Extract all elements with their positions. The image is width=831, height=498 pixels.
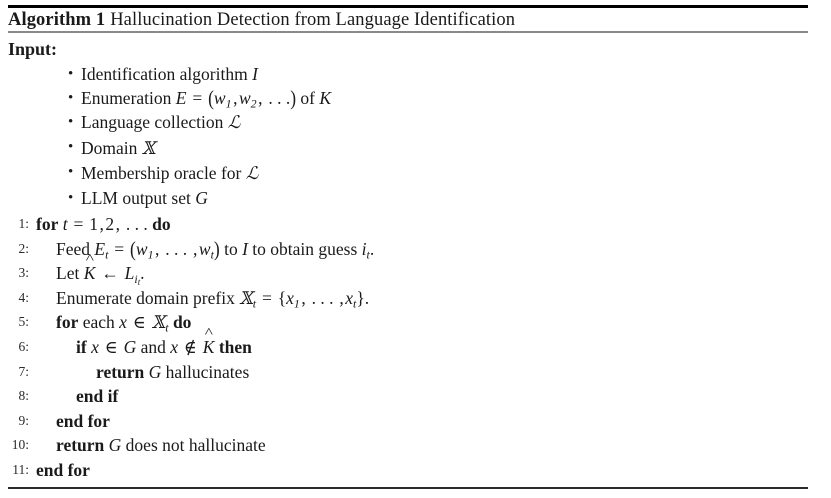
header-rule bbox=[8, 31, 808, 33]
step-number: 3: bbox=[18, 265, 29, 281]
list-item: LLM output set G bbox=[68, 186, 331, 210]
input-item-text: Domain 𝕏 bbox=[81, 137, 156, 159]
input-item-text: Membership oracle for ℒ bbox=[81, 162, 259, 184]
list-item: Language collection ℒ bbox=[68, 110, 331, 135]
algorithm-title: Hallucination Detection from Language Id… bbox=[110, 10, 516, 30]
algorithm-step: 3: Let K ← Lit. bbox=[0, 261, 831, 286]
algorithm-step: 2: Feed Et = (w1, . . . ,wt) to I to obt… bbox=[0, 237, 831, 262]
input-heading: Input: bbox=[8, 39, 58, 59]
step-number: 8: bbox=[18, 388, 29, 404]
step-body: return G does not hallucinate bbox=[56, 435, 266, 456]
step-body: Feed Et = (w1, . . . ,wt) to I to obtain… bbox=[56, 236, 375, 261]
step-body: end for bbox=[56, 410, 110, 431]
input-item-text: Identification algorithm I bbox=[81, 64, 258, 84]
algorithm-step: 1: for t = 1,2, . . . do bbox=[0, 212, 831, 237]
step-body: for each x ∈ 𝕏t do bbox=[56, 312, 192, 335]
input-item-text: Language collection ℒ bbox=[81, 112, 241, 134]
algorithm-step: 6: if x ∈ G and x ∉ K then bbox=[0, 335, 831, 360]
step-number: 10: bbox=[11, 437, 29, 453]
step-body: for t = 1,2, . . . do bbox=[36, 214, 171, 234]
step-number: 4: bbox=[18, 289, 29, 305]
step-body: Enumerate domain prefix 𝕏t = {x1, . . . … bbox=[56, 287, 370, 311]
step-body: end for bbox=[36, 459, 90, 480]
list-item: Domain 𝕏 bbox=[68, 135, 331, 161]
step-body: return G hallucinates bbox=[96, 361, 250, 382]
input-item-text: LLM output set G bbox=[81, 188, 208, 209]
algorithm-step: 8: end if bbox=[0, 384, 831, 409]
step-number: 7: bbox=[18, 363, 29, 379]
top-rule bbox=[8, 5, 808, 8]
algorithm-step: 4: Enumerate domain prefix 𝕏t = {x1, . .… bbox=[0, 286, 831, 311]
list-item: Membership oracle for ℒ bbox=[68, 160, 331, 186]
input-list: Identification algorithm I Enumeration E… bbox=[68, 61, 331, 210]
list-item: Identification algorithm I bbox=[68, 61, 331, 86]
algorithm-label: Algorithm 1 bbox=[8, 10, 106, 30]
algorithm-step: 9: end for bbox=[0, 409, 831, 434]
step-number: 9: bbox=[18, 412, 29, 428]
algorithm-caption: Algorithm 1 Hallucination Detection from… bbox=[8, 9, 515, 31]
algorithm-step: 5: for each x ∈ 𝕏t do bbox=[0, 310, 831, 335]
step-number: 5: bbox=[18, 314, 29, 330]
step-number: 6: bbox=[18, 338, 29, 354]
step-number: 11: bbox=[12, 461, 29, 477]
list-item: Enumeration E = (w1,w2, . . .) of K bbox=[68, 86, 331, 110]
algorithm-step: 11: end for bbox=[0, 458, 831, 483]
step-body: Let K ← Lit. bbox=[56, 261, 145, 286]
step-number: 2: bbox=[18, 240, 29, 256]
bottom-rule bbox=[8, 487, 808, 489]
algorithm-step: 7: return G hallucinates bbox=[0, 360, 831, 385]
algorithm-steps: 1: for t = 1,2, . . . do 2: Feed Et = (w… bbox=[0, 212, 831, 483]
algorithm-step: 10: return G does not hallucinate bbox=[0, 433, 831, 458]
step-body: if x ∈ G and x ∉ K then bbox=[76, 335, 252, 360]
step-body: end if bbox=[76, 386, 119, 407]
input-item-text: Enumeration E = (w1,w2, . . .) of K bbox=[81, 86, 332, 111]
step-number: 1: bbox=[18, 216, 29, 231]
